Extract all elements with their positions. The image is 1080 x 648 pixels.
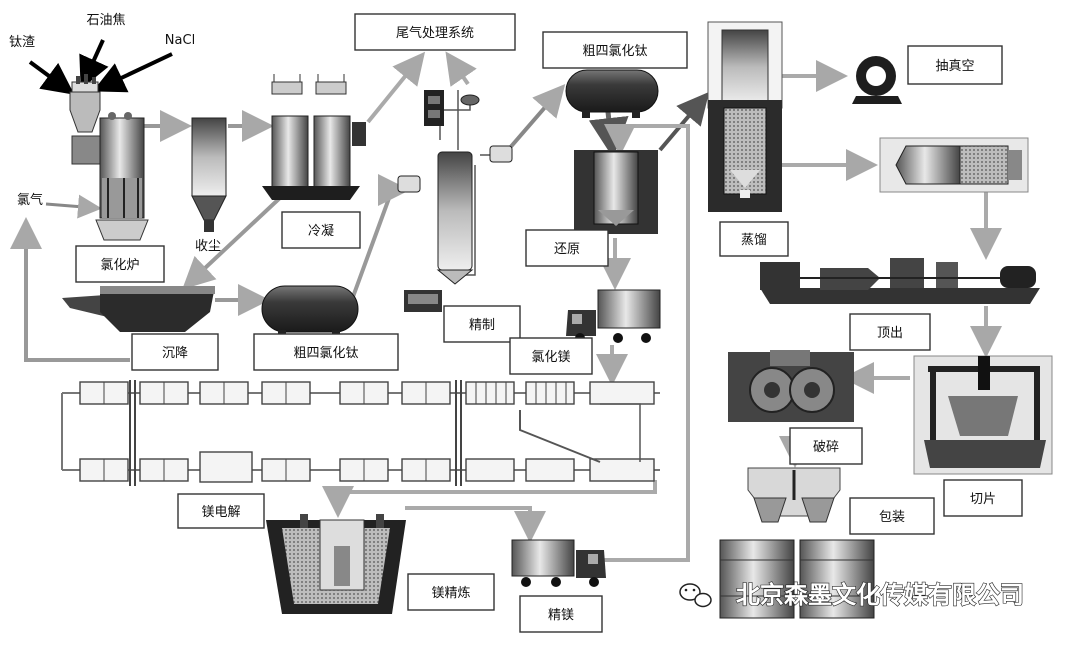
crude-ticl4-tank-upper [565, 69, 659, 118]
label-nacl: NaCl [165, 33, 195, 48]
label-chenjiang: 沉降 [162, 346, 188, 361]
label-qiepian: 切片 [970, 492, 996, 507]
packaging-hopper [747, 467, 841, 523]
box-lengning [281, 211, 361, 249]
box-zhengliu [719, 221, 789, 257]
label-meijinglian: 镁精炼 [431, 586, 470, 601]
label-zhengliu: 蒸馏 [741, 233, 767, 248]
label-shouchen: 收尘 [195, 239, 221, 254]
retort-vessel [879, 137, 1029, 193]
arrow-line-refine [338, 480, 657, 510]
reduction-furnace [574, 150, 658, 234]
arrow-condense-settle [182, 194, 284, 290]
watermark: 北京森墨文化传媒有限公司 [679, 580, 1025, 610]
box-chenjiang [131, 333, 219, 371]
text-labels: 钛渣 石油焦 NaCl 氯气 收尘 尾气处理系统 粗四氯化钛 抽真空 氯化炉 冷… [9, 13, 996, 623]
mg-refining-furnace [266, 514, 406, 614]
label-shiyoujiao: 石油焦 [86, 13, 125, 28]
box-cu-lower [253, 333, 399, 371]
label-baozhuang: 包装 [879, 510, 905, 525]
box-cu-upper [542, 31, 688, 69]
electrolysis-line [61, 380, 660, 486]
label-jingzhi: 精制 [469, 318, 495, 333]
arrow-taizha [28, 60, 75, 95]
crusher [728, 350, 854, 422]
box-jingzhi [443, 305, 521, 343]
refining-column [397, 145, 513, 312]
label-jingmei: 精镁 [548, 608, 574, 623]
box-qiepian [943, 479, 1023, 517]
wechat-icon [679, 583, 712, 608]
arrow-tail-gas-2 [445, 51, 477, 87]
arrow-refine-truck [405, 506, 546, 543]
arrow-mg-return [600, 124, 690, 562]
label-cu-lower: 粗四氯化钛 [293, 346, 358, 361]
crude-ticl4-tank-lower [261, 285, 359, 338]
vacuum-pump [852, 56, 902, 104]
label-chouzhenkong: 抽真空 [935, 59, 974, 74]
box-dingchu [849, 313, 931, 351]
label-lvhuamei: 氯化镁 [531, 350, 570, 365]
label-lvhualu: 氯化炉 [100, 258, 139, 273]
condenser [262, 74, 366, 200]
label-boxes [75, 13, 1023, 633]
label-cu-upper: 粗四氯化钛 [582, 44, 647, 59]
label-lvqi: 氯气 [17, 192, 43, 208]
arrow-upper-reduce [588, 111, 629, 158]
box-jingmei [519, 595, 603, 633]
box-lvhuamei [509, 337, 593, 375]
box-meijinglian [407, 573, 495, 611]
label-meidianjie: 镁电解 [201, 505, 240, 520]
arrow-refine-upper [506, 83, 566, 152]
box-meidianjie [177, 493, 265, 529]
box-weiqi [354, 13, 516, 51]
label-taizha: 钛渣 [9, 35, 35, 50]
box-chouzhenkong [907, 45, 1003, 85]
pure-mg-truck [511, 539, 606, 587]
push-out-machine [760, 258, 1040, 304]
label-posui: 破碎 [813, 440, 839, 455]
box-baozhuang [849, 497, 935, 535]
chlorination-furnace [69, 74, 149, 241]
label-huanyuan: 还原 [554, 242, 580, 257]
label-lengning: 冷凝 [308, 223, 334, 239]
arrow-nacl [92, 52, 173, 93]
label-weiqi: 尾气处理系统 [396, 25, 474, 41]
settler [62, 286, 215, 332]
arrow-tail-gas-1 [366, 51, 426, 124]
product-drums [719, 539, 875, 619]
box-lvhualu [75, 245, 165, 283]
mgcl2-truck [566, 289, 661, 343]
box-posui [789, 427, 863, 465]
arrow-chlorine [45, 194, 102, 219]
arrow-recycle-chlorine [10, 217, 130, 362]
dust-collector [191, 117, 227, 232]
watermark-text: 北京森墨文化传媒有限公司 [736, 581, 1024, 609]
flow-arrows [10, 39, 1002, 562]
distillation-unit [707, 21, 783, 212]
label-dingchu: 顶出 [877, 326, 903, 341]
tail-gas-scrubber [424, 90, 480, 126]
slicing-machine [913, 355, 1053, 475]
box-huanyuan [525, 229, 609, 267]
